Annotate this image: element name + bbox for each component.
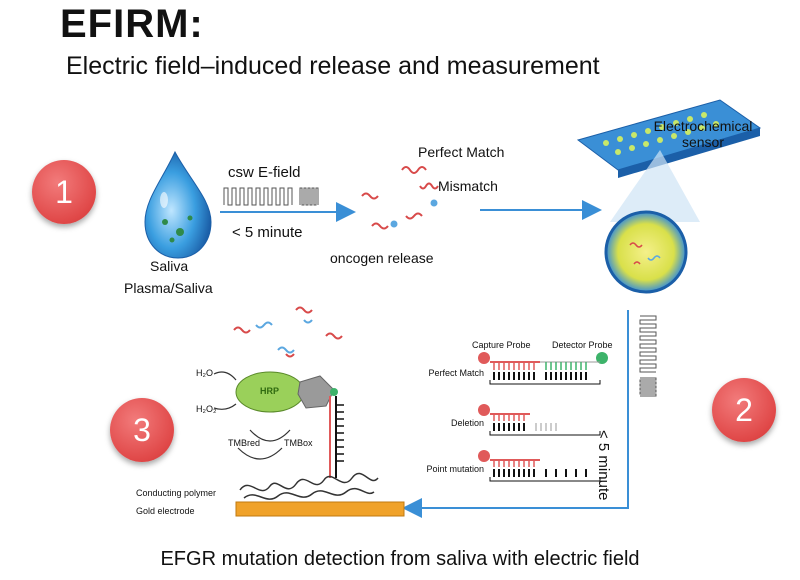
hrp-label: HRP (260, 386, 280, 396)
deletion-probe (478, 404, 601, 436)
perfect-match-label: Perfect Match (418, 144, 505, 160)
gold-electrode-bar (235, 501, 405, 517)
sample-label-saliva: Saliva (150, 258, 189, 274)
point-mutation-probe (478, 450, 601, 482)
mismatch-label: Mismatch (438, 178, 498, 194)
perfect-match-probe (489, 361, 601, 385)
tmb-red-label: TMBred (228, 438, 261, 448)
row-label-point-mutation: Point mutation (426, 464, 484, 474)
step-2-badge: 2 (712, 378, 776, 442)
arrow-to-electrode (402, 310, 629, 518)
step-3-badge: 3 (110, 398, 174, 462)
h2o2-label: H₂O₂ (196, 404, 217, 414)
row-label-perfect-match: Perfect Match (428, 368, 484, 378)
square-wave-vertical-icon (639, 315, 657, 397)
electrochemical-sensor-icon (576, 99, 762, 294)
conducting-polymer-label: Conducting polymer (136, 488, 217, 498)
page-title: EFIRM: (60, 2, 204, 46)
gold-electrode-label: Gold electrode (136, 506, 195, 516)
step2-time-label: < 5 minute (595, 430, 612, 501)
sensor-label: Electrochemical sensor (628, 118, 778, 150)
row-label-deletion: Deletion (450, 418, 484, 428)
figure-caption: EFGR mutation detection from saliva with… (160, 548, 640, 570)
capture-probe-label: Capture Probe (472, 340, 531, 350)
released-dna-fragments (233, 166, 439, 358)
sensor-label-line2: sensor (681, 134, 725, 150)
detector-probe-label: Detector Probe (552, 340, 613, 350)
saliva-drop-icon (144, 150, 212, 259)
sensor-label-line1: Electrochemical (653, 118, 753, 134)
oncogen-release-label: oncogen release (330, 250, 434, 266)
field-label: csw E-field (228, 164, 301, 181)
tmb-ox-label: TMBox (284, 438, 313, 448)
page-subtitle: Electric field–induced release and measu… (66, 52, 600, 80)
h2o-label: H₂O (196, 368, 213, 378)
probe-schematic (478, 352, 608, 482)
step1-time-label: < 5 minute (232, 224, 303, 241)
hrp-reaction-schematic (213, 371, 405, 517)
sample-label-plasma: Plasma/Saliva (124, 280, 213, 296)
square-wave-icon (223, 187, 319, 206)
step-1-badge: 1 (32, 160, 96, 224)
